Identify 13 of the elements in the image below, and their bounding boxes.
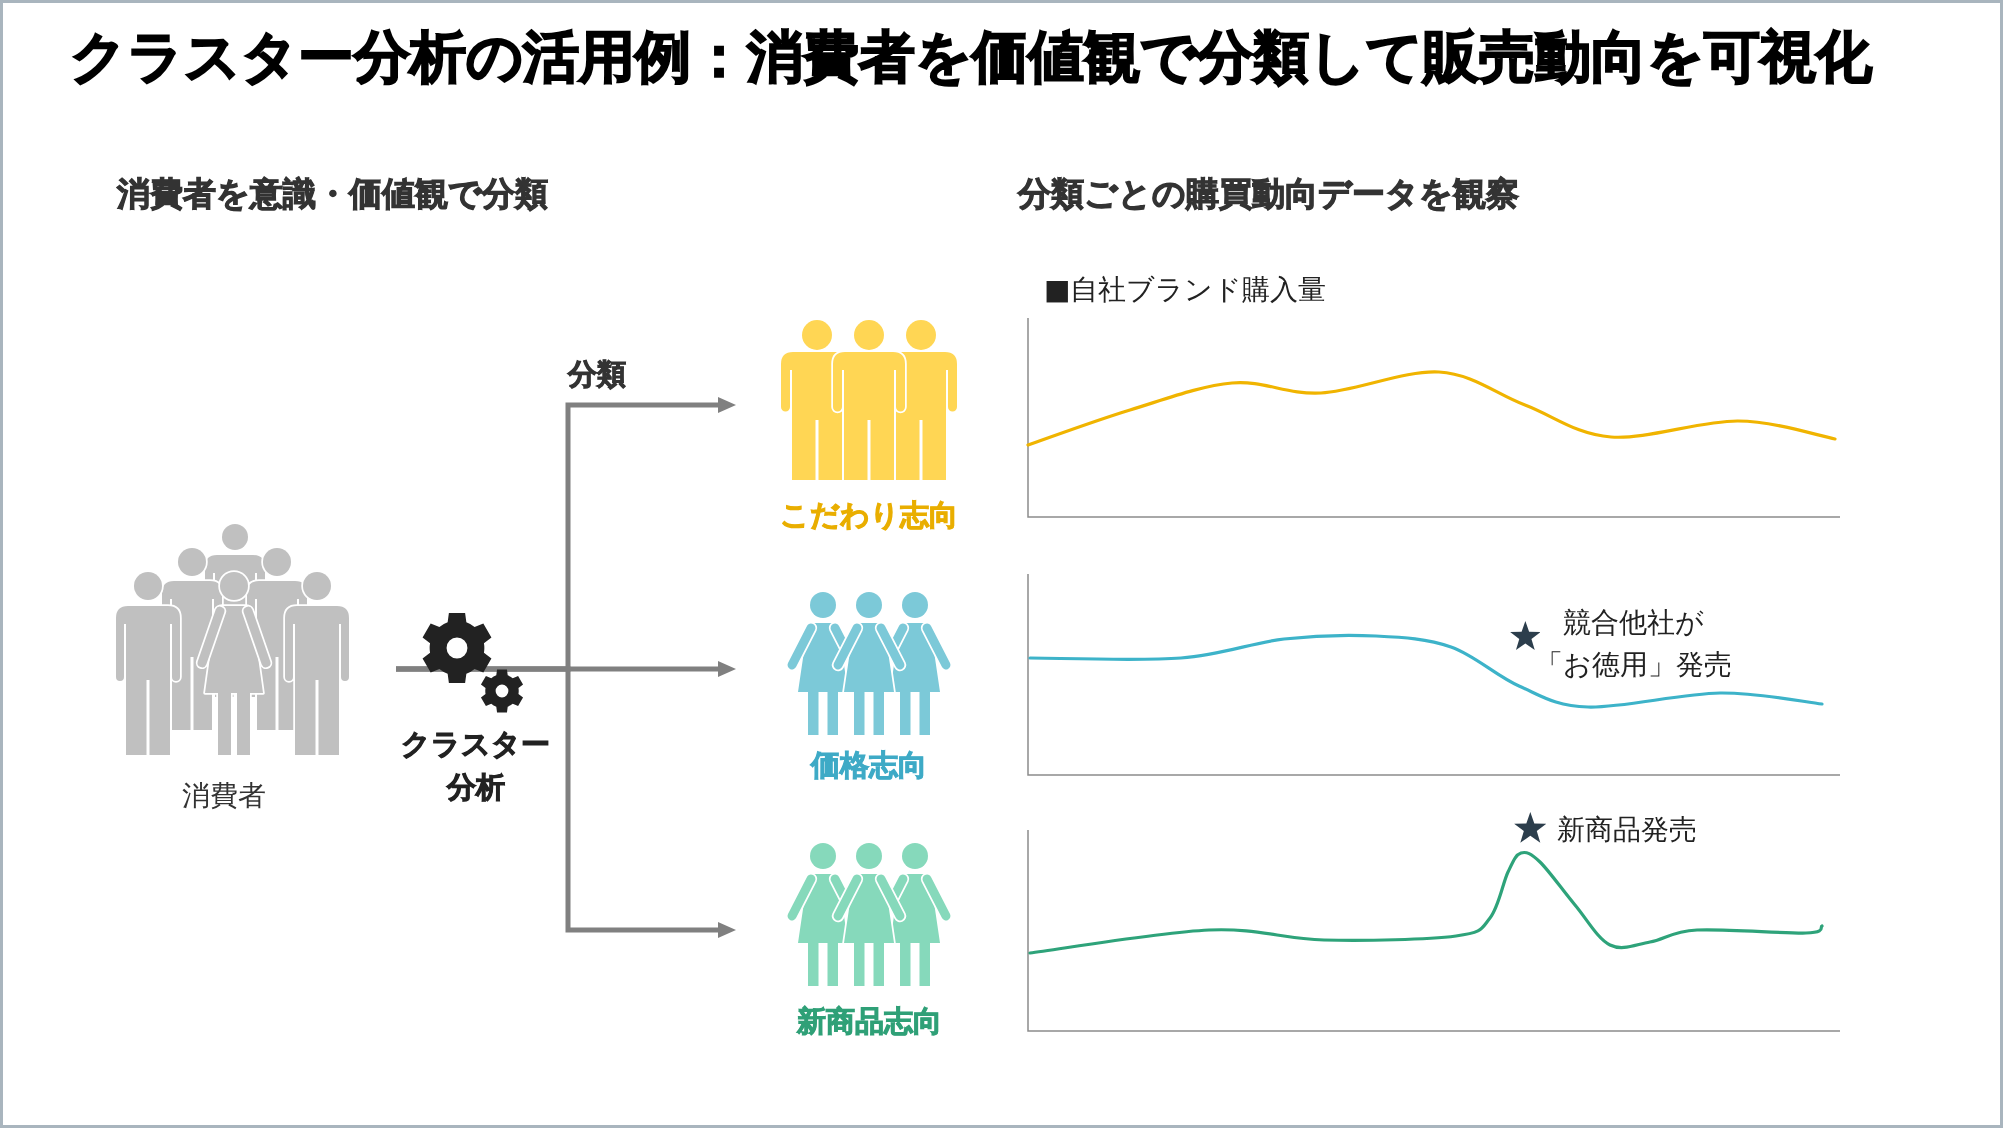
- annotation: 競合他社が「お徳用」発売: [1534, 605, 1734, 683]
- edge-label: 分類: [566, 356, 628, 392]
- node-label: 消費者: [182, 778, 266, 814]
- title: クラスター分析の活用例：消費者を価値観で分類して販売動向を可視化: [70, 23, 1872, 91]
- node-label: 価格志向: [811, 747, 927, 783]
- section-heading: 分類ごとの購買動向データを観察: [1018, 174, 1519, 214]
- node-label: 新商品志向: [796, 1003, 942, 1039]
- section-heading: 消費者を意識・価値観で分類: [117, 174, 548, 214]
- node-label: クラスター分析: [400, 726, 552, 806]
- arrow: [396, 666, 736, 938]
- chart-heading: ■自社ブランド購入量: [1044, 272, 1327, 308]
- annotation: 新商品発売: [1557, 812, 1697, 848]
- node-label: こだわり志向: [780, 497, 958, 533]
